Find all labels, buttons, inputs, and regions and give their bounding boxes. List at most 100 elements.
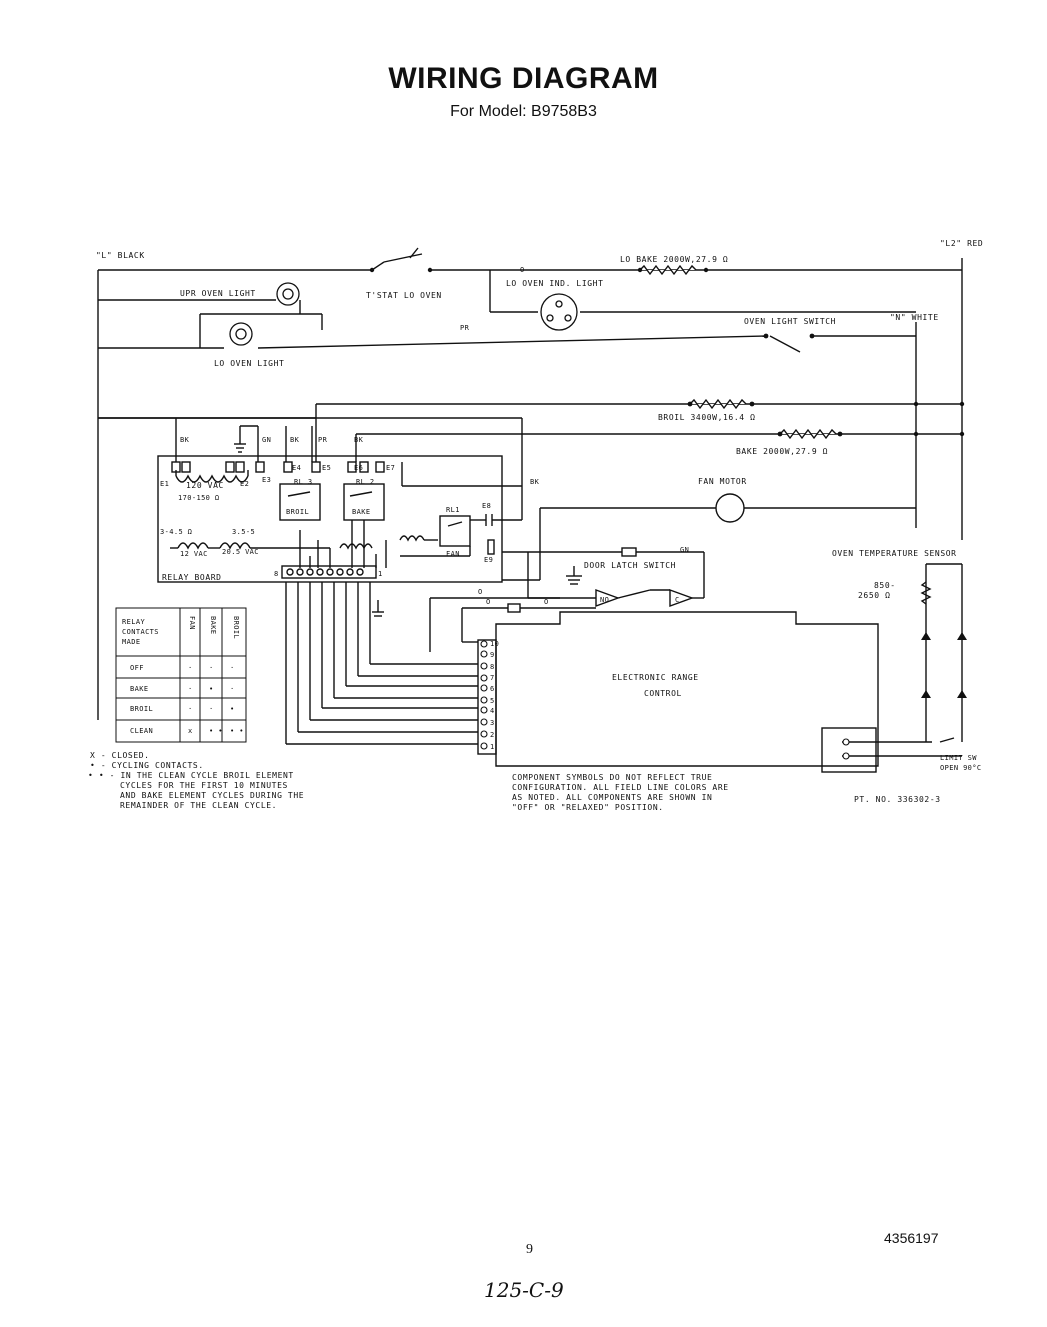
lo-oven-light-bulb — [229, 322, 253, 346]
e6-label: E6 — [354, 464, 363, 472]
relay-table-cell: · — [188, 664, 193, 672]
no-label: NO — [600, 596, 609, 604]
wire-o-1: O — [520, 266, 525, 274]
relay-table-column-header: FAN — [188, 616, 196, 630]
relay-table-cell: x — [188, 727, 193, 735]
erc-label-2: CONTROL — [644, 689, 682, 698]
relay-contacts-table — [115, 607, 247, 743]
r3-label: RL1 — [446, 506, 460, 514]
document-number: 4356197 — [884, 1230, 939, 1246]
relay-table-row-label: OFF — [130, 664, 144, 672]
fan-motor — [715, 493, 745, 523]
coil2-label-b: 20.5 VAC — [222, 548, 259, 556]
bake-relay-label: BAKE — [352, 508, 370, 516]
erc-terminal-number: 8 — [490, 663, 495, 671]
erc-terminal-number: 4 — [490, 707, 495, 715]
relay-table-cell: · — [209, 705, 214, 713]
relay-table-cell: · — [230, 664, 235, 672]
e4-label: E4 — [292, 464, 301, 472]
v120-label: 120 VAC — [186, 481, 224, 490]
oven-temp-sensor-label: OVEN TEMPERATURE SENSOR — [832, 549, 957, 558]
e5-label: E5 — [322, 464, 331, 472]
erc-terminal-number: 6 — [490, 685, 495, 693]
wire-bk-1: BK — [180, 436, 190, 444]
coil1-label-b: 12 VAC — [180, 550, 208, 558]
wire-pr-2: PR — [460, 324, 470, 332]
erc-terminal-number: 9 — [490, 651, 495, 659]
door-latch-c-contact — [669, 589, 695, 607]
relay-table-cell: • • — [230, 727, 244, 735]
lo-bake-element — [639, 264, 697, 276]
relay-board-terminal-strip — [281, 565, 377, 579]
model-subtitle: For Model: B9758B3 — [450, 103, 597, 120]
component-note-line: COMPONENT SYMBOLS DO NOT REFLECT TRUE — [512, 773, 712, 782]
oven-light-switch-label: OVEN LIGHT SWITCH — [744, 317, 836, 326]
part-number: PT. NO. 336302-3 — [854, 795, 941, 804]
coil1-label-a: 3-4.5 Ω — [160, 528, 192, 536]
coil2-label-a: 3.5-5 — [232, 528, 255, 536]
electronic-range-control — [495, 611, 879, 767]
component-note-line: CONFIGURATION. ALL FIELD LINE COLORS ARE — [512, 783, 729, 792]
e2-label: E2 — [240, 480, 249, 488]
relay-table-header-line: CONTACTS — [122, 628, 159, 636]
e8-label: E8 — [482, 502, 491, 510]
relay-table-row-label: CLEAN — [130, 727, 153, 735]
v170-label: 170-150 Ω — [178, 494, 220, 502]
transformer-coil — [175, 474, 249, 483]
relay-table-column-header: BAKE — [209, 616, 217, 634]
l1-label: "L" BLACK — [96, 251, 145, 260]
wire-o-2: O — [478, 588, 483, 596]
limit-sw-label-1: LIMIT SW — [940, 754, 977, 762]
erc-terminal-number: 2 — [490, 731, 495, 739]
relay-table-cell: · — [188, 705, 193, 713]
tstat-switch-blade — [383, 253, 423, 263]
wire-gn-1: GN — [262, 436, 271, 444]
broil-relay-label: BROIL — [286, 508, 309, 516]
relay-table-cell: • • — [209, 727, 223, 735]
legend: X - CLOSED.• - CYCLING CONTACTS.• • - IN… — [88, 751, 304, 810]
pin-1-label: 1 — [378, 570, 383, 578]
lo-oven-light-label: LO OVEN LIGHT — [214, 359, 284, 368]
wire-o-3: O — [486, 598, 491, 606]
r1-label: RL 3 — [294, 478, 312, 486]
relay-table-header-line: RELAY — [122, 618, 145, 626]
sensor-value-2: 2650 Ω — [858, 591, 891, 600]
r2-label: RL 2 — [356, 478, 374, 486]
legend-line: • - CYCLING CONTACTS. — [90, 761, 204, 770]
oven-temp-sensor-resistor — [920, 581, 932, 605]
relay-table-cell: · — [209, 664, 214, 672]
erc-terminal-number: 1 — [490, 743, 495, 751]
relay-board — [157, 455, 503, 583]
door-latch-switch-label: DOOR LATCH SWITCH — [584, 561, 676, 570]
broil-label: BROIL 3400W,16.4 Ω — [658, 413, 756, 422]
lo-bake-label: LO BAKE 2000W,27.9 Ω — [620, 255, 728, 264]
relay-table-cell: · — [230, 685, 235, 693]
bake-element — [779, 428, 837, 440]
erc-label-1: ELECTRONIC RANGE — [612, 673, 699, 682]
relay-table-row-label: BROIL — [130, 705, 153, 713]
tstat-label: T'STAT LO OVEN — [366, 291, 442, 300]
coil-20vac — [219, 542, 251, 550]
wire-pr: PR — [318, 436, 328, 444]
e1-label: E1 — [160, 480, 169, 488]
wire-bk-3: BK — [354, 436, 364, 444]
sensor-value-1: 850- — [874, 581, 896, 590]
lo-oven-ind-light — [540, 293, 578, 331]
bake-label: BAKE 2000W,27.9 Ω — [736, 447, 828, 456]
legend-line: CYCLES FOR THE FIRST 10 MINUTES — [120, 781, 288, 790]
broil-relay — [279, 483, 321, 521]
relay-table-header-line: MADE — [122, 638, 140, 646]
broil-element — [689, 398, 747, 410]
upr-oven-light-label: UPR OVEN LIGHT — [180, 289, 256, 298]
relay-table-cell: · — [188, 685, 193, 693]
component-note: COMPONENT SYMBOLS DO NOT REFLECT TRUECON… — [512, 773, 729, 812]
wire-o-4: O — [544, 598, 549, 606]
legend-line: AND BAKE ELEMENT CYCLES DURING THE — [120, 791, 304, 800]
legend-line: REMAINDER OF THE CLEAN CYCLE. — [120, 801, 277, 810]
legend-line: • • - IN THE CLEAN CYCLE BROIL ELEMENT — [88, 771, 294, 780]
door-latch-no-contact — [595, 589, 621, 607]
fan-relay-label: FAN — [446, 550, 460, 558]
fan-relay — [439, 515, 471, 547]
erc-terminal-number: 10 — [490, 640, 499, 648]
